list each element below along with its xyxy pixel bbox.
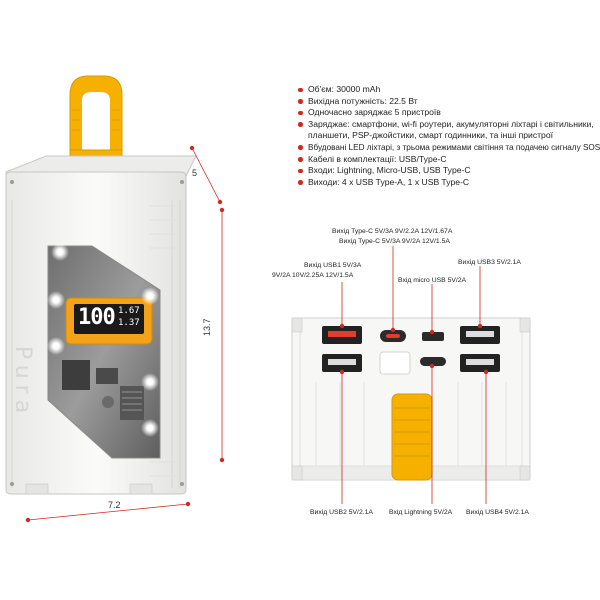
- spec-item: Вбудовані LED ліхтарі, з трьома режимами…: [296, 142, 600, 154]
- label-usb3: Вихід USB3 5V/2.1A: [458, 259, 521, 266]
- display-screen: [74, 304, 144, 334]
- dimension-width: 7.2: [108, 500, 121, 510]
- spec-item: Кабелі в комплектації: USB/Type-C: [296, 154, 596, 166]
- lightning-port: [420, 357, 446, 366]
- dimension-depth: 5: [192, 168, 198, 178]
- brand-logo: Pura: [10, 345, 36, 420]
- strap-front: [391, 393, 433, 481]
- spec-item: Об'єм: 30000 mAh: [296, 84, 596, 96]
- micro-usb-port: [422, 332, 444, 341]
- pcb: [62, 360, 144, 420]
- callout-lines: [339, 246, 489, 504]
- label-typec-out-1: Вихід Type-C 5V/3A 9V/2.2A 12V/1.67A: [332, 228, 453, 235]
- button: [379, 351, 411, 375]
- display-line2: 1.37: [118, 318, 140, 328]
- label-usb1-1: Вихід USB1 5V/3A: [304, 262, 362, 269]
- display-percent: 100: [78, 305, 116, 330]
- label-lightning-in: Вхід Lightning 5V/2A: [389, 509, 453, 516]
- label-micro-in: Вхід micro USB 5V/2A: [398, 277, 467, 284]
- led-lights: [47, 243, 159, 437]
- spec-item: Одночасно заряджає 5 пристроїв: [296, 107, 596, 119]
- spec-item: Виходи: 4 x USB Type-A, 1 x USB Type-C: [296, 177, 596, 189]
- label-usb1-2: 9V/2A 10V/2.25A 12V/1.5A: [272, 272, 354, 279]
- dimension-height: 13.7: [202, 318, 212, 336]
- label-usb4: Вихід USB4 5V/2.1A: [466, 509, 529, 516]
- dimension-lines: [25, 145, 225, 523]
- label-usb2: Вихід USB2 5V/2.1A: [310, 509, 373, 516]
- front-panel: [291, 317, 531, 481]
- label-typec-out-2: Вихід Type-C 5V/3A 9V/2A 12V/1.5A: [339, 238, 450, 245]
- spec-item: Входи: Lightning, Micro-USB, USB Type-C: [296, 165, 596, 177]
- spec-list: Об'єм: 30000 mAh Вихідна потужність: 22.…: [296, 84, 600, 189]
- spec-item: Заряджає: смартфони, wi-fi роутери, акум…: [296, 119, 596, 142]
- spec-item: Вихідна потужність: 22.5 Вт: [296, 96, 596, 108]
- display-line1: 1.67: [118, 306, 140, 316]
